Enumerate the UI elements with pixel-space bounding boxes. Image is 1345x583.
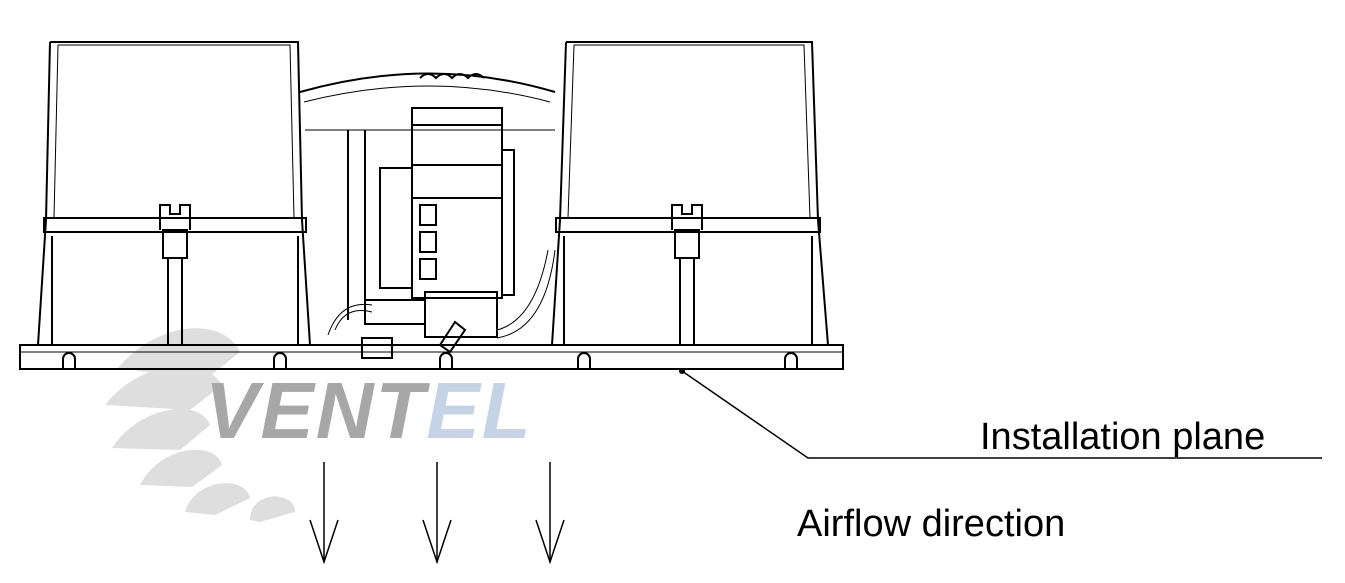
watermark-logo: VENTEL: [205, 366, 533, 455]
airflow-arrows: [309, 462, 565, 565]
down-arrow-icon: [422, 462, 452, 565]
watermark-fan-icon: [105, 328, 295, 522]
airflow-direction-label: Airflow direction: [797, 503, 1066, 545]
down-arrow-icon: [535, 462, 565, 565]
installation-plane-label: Installation plane: [980, 416, 1266, 458]
controller-module: [411, 107, 503, 299]
down-arrow-icon: [309, 462, 339, 565]
base-plate: [19, 344, 844, 370]
installation-plane-leader: [681, 370, 1322, 459]
blower-outline: [19, 41, 844, 370]
